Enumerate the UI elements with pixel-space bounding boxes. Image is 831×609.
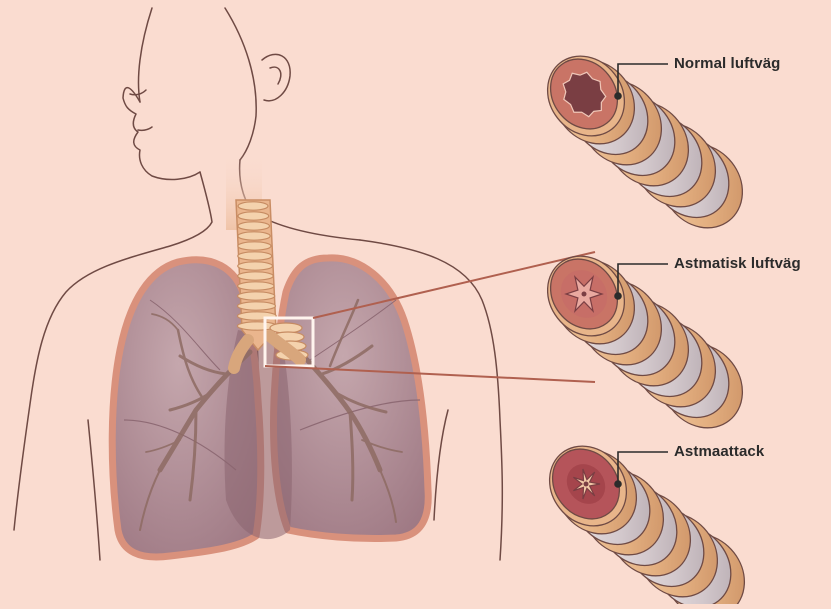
trachea-ring: [238, 282, 274, 290]
trachea-ring: [238, 212, 269, 220]
trachea-ring: [238, 302, 276, 310]
trachea-ring: [238, 202, 268, 210]
trachea-ring: [238, 272, 274, 280]
airway-lumen-center: [584, 482, 589, 487]
trachea-ring: [238, 292, 275, 300]
label-normal-airway: Normal luftväg: [674, 55, 780, 72]
trachea-ring: [238, 222, 270, 230]
trachea-ring: [238, 252, 272, 260]
airway-lumen-center: [582, 292, 587, 297]
label-asthma-attack: Astmaattack: [674, 443, 764, 460]
label-asthmatic-airway: Astmatisk luftväg: [674, 255, 801, 272]
trachea-ring: [238, 262, 273, 270]
trachea-ring: [238, 232, 270, 240]
trachea-ring: [238, 242, 271, 250]
